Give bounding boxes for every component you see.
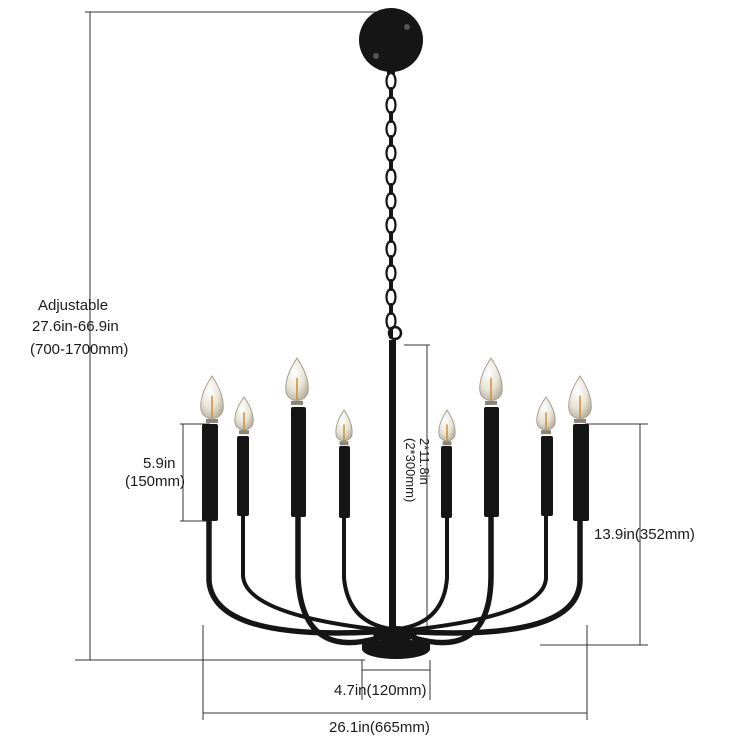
- candle-arm: [415, 518, 583, 636]
- bottom-cap-body: [362, 641, 430, 650]
- candle-sleeve: [339, 446, 350, 518]
- canopy-screw: [404, 24, 410, 30]
- hanging-chain: [385, 71, 403, 341]
- chandelier-frame: [206, 8, 583, 659]
- chain-link: [389, 279, 393, 291]
- chain-link: [385, 167, 397, 187]
- chain-link: [385, 119, 397, 139]
- candle-arm: [342, 516, 388, 630]
- chain-link: [385, 239, 397, 259]
- chain-link: [389, 255, 393, 267]
- chain-link: [389, 111, 393, 123]
- height-label-line2: 27.6in-66.9in: [32, 318, 119, 335]
- center-rod: [389, 340, 396, 632]
- candle-sleeve: [573, 424, 589, 521]
- candle-sleeve: [237, 436, 249, 516]
- bulb-base: [541, 430, 551, 435]
- candle-sleeve: [291, 407, 306, 517]
- chain-link: [389, 231, 393, 243]
- chain-link: [385, 215, 397, 235]
- chain-link: [385, 263, 397, 283]
- candle-height-label-line2: (150mm): [125, 473, 186, 490]
- candle-lights: [200, 357, 592, 521]
- chain-link: [385, 143, 397, 163]
- candle-arm: [206, 518, 375, 636]
- bulb-base: [290, 400, 304, 405]
- bulb-base: [442, 441, 452, 446]
- dimension-lines: [75, 11, 648, 720]
- chain-link: [389, 87, 393, 99]
- candle-sleeve: [541, 436, 553, 516]
- chain-link: [385, 287, 397, 307]
- height-label-line3: (700-1700mm): [30, 341, 129, 358]
- candle-arm: [295, 514, 381, 646]
- bulb-base: [339, 441, 349, 446]
- candle-arm: [408, 514, 549, 632]
- candle-arm: [402, 516, 449, 630]
- ceiling-canopy: [359, 8, 423, 72]
- chain-link: [385, 95, 397, 115]
- height-label-line1: Adjustable: [38, 297, 109, 314]
- chain-link: [389, 207, 393, 219]
- candle-sleeve: [441, 446, 452, 518]
- chain-link: [385, 191, 397, 211]
- rod-length-label-line1: 2*11.8in: [417, 438, 432, 485]
- rod-length-label-line2: (2*300mm): [403, 438, 418, 503]
- candle-sleeve: [484, 407, 499, 517]
- chain-link: [385, 71, 397, 91]
- candle-height-label-line1: 5.9in: [143, 455, 176, 472]
- bulb-base: [239, 430, 249, 435]
- body-height-label: 13.9in(352mm): [594, 526, 695, 543]
- bulb-base: [573, 418, 587, 423]
- bulb-base: [205, 418, 219, 423]
- canopy-screw: [373, 53, 379, 59]
- bulb-base: [484, 400, 498, 405]
- candle-arm: [241, 514, 384, 632]
- base-width-label: 4.7in(120mm): [334, 682, 427, 699]
- chain-link: [389, 135, 393, 147]
- chain-link: [389, 183, 393, 195]
- candle-sleeve: [202, 424, 218, 521]
- chain-link: [389, 303, 393, 315]
- canopy-hook: [387, 66, 395, 74]
- chain-loop: [387, 325, 403, 341]
- total-width-label: 26.1in(665mm): [329, 719, 430, 736]
- chain-link: [389, 159, 393, 171]
